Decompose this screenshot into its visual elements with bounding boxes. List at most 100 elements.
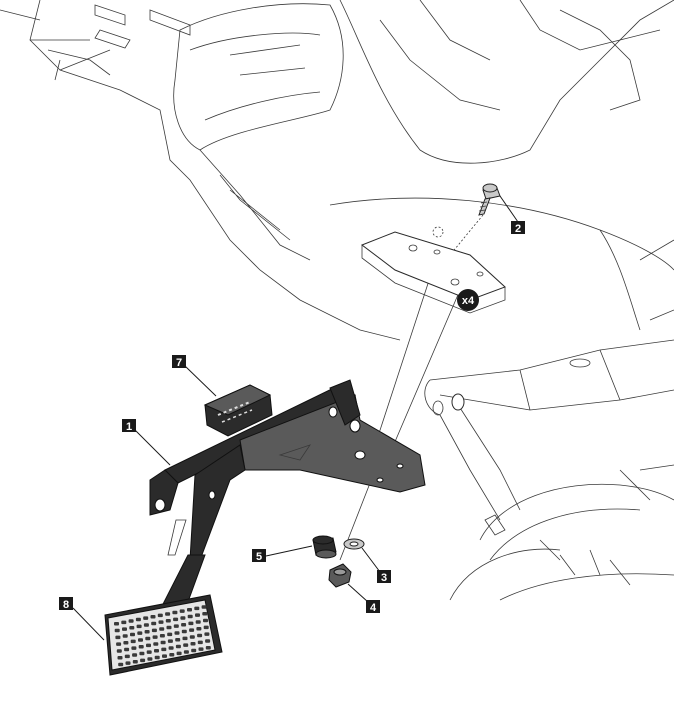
tread-cell [123,641,129,645]
tread-cell [173,617,179,622]
tread-cell [115,635,121,640]
tread-cell [122,634,128,638]
tread-cell [203,618,208,623]
tread-cell [165,612,171,616]
tread-cell [116,642,122,646]
tread-cell [114,628,120,633]
tread-cell [197,633,203,638]
tread-cell [146,650,152,654]
svg-text:1: 1 [126,421,132,433]
tread-cell [176,651,182,656]
tread-cell [167,632,173,637]
tread-cell [132,653,138,657]
callout-5: 5 [252,545,313,563]
tread-cell [132,660,138,664]
quantity-badge: x4 [457,289,479,311]
tread-cell [161,647,167,652]
tread-cell [187,614,193,619]
tread-cell [195,613,200,617]
tread-cell [125,661,131,665]
tread-cell [183,650,189,654]
tread-cell [158,620,164,624]
tread-cell [162,654,167,658]
tread-cell [180,616,186,620]
tread-cell [143,616,149,620]
tread-cell [117,656,123,660]
tread-cell [173,624,179,628]
tread-cell [139,651,145,656]
tread-cell [130,632,135,637]
tread-cell [116,649,122,653]
tread-cell [154,655,160,660]
tread-cell [137,631,143,635]
svg-text:3: 3 [381,572,387,584]
callout-8: 8 [59,597,105,641]
tread-cell [172,610,178,615]
grommet-part-5 [312,535,337,559]
tread-cell [130,639,136,644]
bolt-part-2 [478,183,501,216]
pedal-tread-pattern [114,605,211,667]
tread-cell [174,631,180,635]
callout-4: 4 [347,583,380,614]
tread-cell [205,646,211,650]
tread-cell [181,623,187,627]
svg-text:2: 2 [515,223,521,235]
tread-cell [188,621,194,626]
tread-cell [151,621,157,626]
block-part-7 [203,384,273,437]
tread-cell [122,627,127,631]
tread-cell [154,649,159,653]
washer-part-3 [343,538,365,550]
svg-text:5: 5 [256,551,262,563]
tread-cell [189,635,195,639]
pedal-pad-part-8 [104,594,223,676]
tread-cell [150,615,156,619]
tread-cell [159,634,165,638]
tread-cell [179,609,185,613]
callout-7: 7 [172,355,217,397]
tread-cell [151,628,157,633]
callout-1: 1 [122,419,171,466]
tread-cell [195,620,201,624]
tread-cell [191,648,197,653]
tread-cell [136,624,142,629]
callout-3: 3 [361,547,391,584]
svg-text:4: 4 [370,602,377,614]
tread-cell [124,647,130,652]
tread-cell [202,612,208,616]
tread-cell [159,627,165,631]
tread-cell [153,642,159,646]
tread-cell [152,635,158,639]
tread-cell [183,643,189,647]
tread-cell [197,640,203,645]
tread-cell [146,643,151,648]
svg-text:8: 8 [63,599,69,611]
tread-cell [190,642,196,646]
tread-cell [160,640,166,645]
tread-cell [128,619,134,623]
tread-cell [169,653,175,657]
tread-cell [114,622,119,626]
tread-cell [138,638,143,642]
tread-cell [129,626,135,630]
tread-cell [135,617,141,622]
tread-cell [167,639,173,643]
tread-cell [181,629,187,634]
tread-cell [196,627,202,631]
tread-cell [165,619,171,623]
tread-cell [118,662,124,667]
bracket-part-1 [149,379,426,611]
tread-cell [143,623,149,627]
tread-cell [189,628,195,632]
nut-part-4 [328,563,352,588]
tread-cell [145,636,151,641]
tread-cell [144,630,150,634]
tread-cell [204,632,210,636]
tread-cell [168,646,174,650]
svg-text:7: 7 [176,357,182,369]
tread-cell [201,605,207,609]
mounting-plate [360,231,506,314]
tread-cell [147,657,153,661]
